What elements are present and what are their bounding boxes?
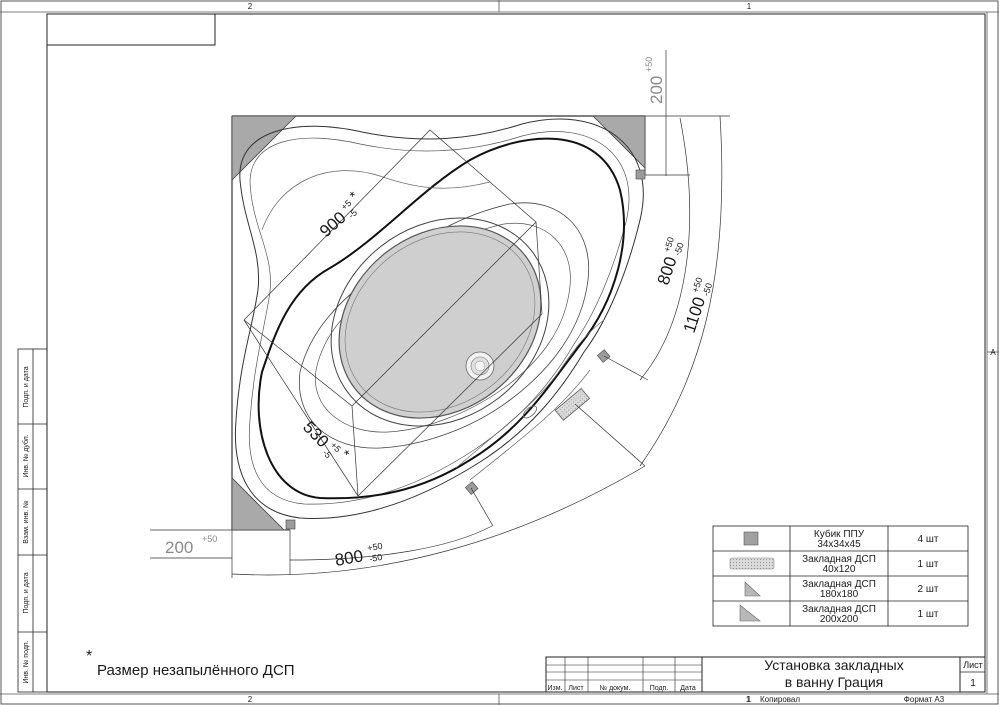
footnote-text: Размер незапылённого ДСП [97, 662, 295, 679]
svg-text:530: 530 [299, 418, 332, 452]
ppu-cube [285, 519, 296, 530]
col-date: Дата [680, 685, 696, 692]
dim-800-bottom: 800 +50 -50 [333, 541, 384, 570]
bottom-page: 1 [746, 695, 751, 704]
sheet-label: Лист [963, 660, 983, 670]
svg-text:+50: +50 [662, 236, 676, 254]
svg-text:800: 800 [333, 546, 364, 570]
zone-bottom-left: 2 [248, 695, 253, 704]
zone-top-right: 1 [747, 2, 752, 11]
dim-530: 530 +5 -5 * [299, 418, 353, 462]
zone-top-left: 2 [248, 2, 253, 11]
svg-text:200: 200 [647, 76, 666, 104]
svg-text:+50: +50 [690, 276, 704, 294]
legend-name-1: Кубик ППУ [814, 528, 865, 540]
bottom-copied: Копировал [760, 695, 800, 704]
svg-text:+50: +50 [644, 57, 654, 72]
svg-text:800: 800 [654, 254, 681, 287]
dim-900: 900 +5 -5 * [316, 188, 361, 241]
legend-size-3: 180x180 [820, 589, 859, 600]
strip-swatch-icon [729, 557, 775, 570]
side-stamp: Подп. и дата Инв. № дубл. Взам. инв. № П… [17, 348, 48, 693]
side-label-2: Инв. № дубл. [22, 434, 30, 477]
dim-200-top: 200 +50 [644, 57, 666, 104]
ppu-cube [464, 481, 479, 495]
legend-name-2: Закладная ДСП [802, 554, 876, 565]
side-label-5: Инв. № подп. [23, 640, 30, 683]
side-label-4: Подп. и дата [23, 572, 30, 613]
svg-text:200: 200 [165, 538, 193, 557]
title-block: Изм. Лист № докум. Подп. Дата Установка … [545, 656, 986, 693]
triangle-swatch-icon [744, 581, 761, 597]
svg-text:+50: +50 [202, 534, 217, 544]
legend-qty-1: 4 шт [918, 534, 939, 545]
legend-size-1: 34x34x45 [817, 539, 861, 550]
footnote-star: * [86, 648, 92, 665]
ppu-cube [596, 349, 611, 363]
svg-text:900: 900 [316, 208, 350, 241]
dim-800-right: 800 +50 -50 [654, 236, 686, 287]
side-label-1: Подп. и дата [23, 366, 30, 407]
col-izm: Изм. [548, 685, 563, 692]
svg-text:1100: 1100 [680, 295, 709, 336]
zone-bottom-right: 1 [747, 695, 752, 704]
drawing-title-line2: в ванну Грация [785, 674, 884, 690]
bathtub-drawing [231, 115, 646, 531]
dim-200-left: 200 +50 [165, 534, 217, 557]
triangle-swatch-icon [739, 604, 761, 622]
legend-name-3: Закладная ДСП [802, 579, 876, 590]
col-list: Лист [568, 685, 584, 692]
ppu-cube [635, 169, 646, 180]
bottom-format: Формат А3 [904, 695, 945, 704]
corner-pad-bottom-left [231, 477, 285, 531]
svg-text:-50: -50 [701, 282, 715, 297]
square-swatch-icon [743, 531, 759, 546]
legend-size-4: 200x200 [820, 614, 859, 625]
svg-text:-50: -50 [368, 552, 383, 564]
col-sign: Подп. [650, 685, 669, 692]
sheet-number: 1 [970, 678, 976, 689]
dsp-strip [554, 387, 591, 421]
side-label-3: Взам. инв. № [23, 500, 30, 543]
zone-right: A [990, 348, 996, 357]
dimension-lines [150, 50, 730, 578]
drawing-title-line1: Установка закладных [764, 657, 903, 673]
legend-table: Кубик ППУ 34x34x45 4 шт Закладная ДСП 40… [712, 525, 969, 627]
svg-text:+50: +50 [367, 541, 384, 554]
legend-qty-3: 2 шт [918, 584, 939, 595]
legend-name-4: Закладная ДСП [802, 604, 876, 615]
corner-pad-top-left [231, 115, 297, 181]
svg-text:-50: -50 [672, 241, 686, 256]
col-doc: № докум. [600, 685, 631, 692]
legend-size-2: 40x120 [823, 564, 856, 575]
corner-pad-top-right [592, 115, 646, 169]
top-stamp-box [46, 13, 216, 46]
legend-qty-2: 1 шт [918, 559, 939, 570]
legend-qty-4: 1 шт [918, 609, 939, 620]
